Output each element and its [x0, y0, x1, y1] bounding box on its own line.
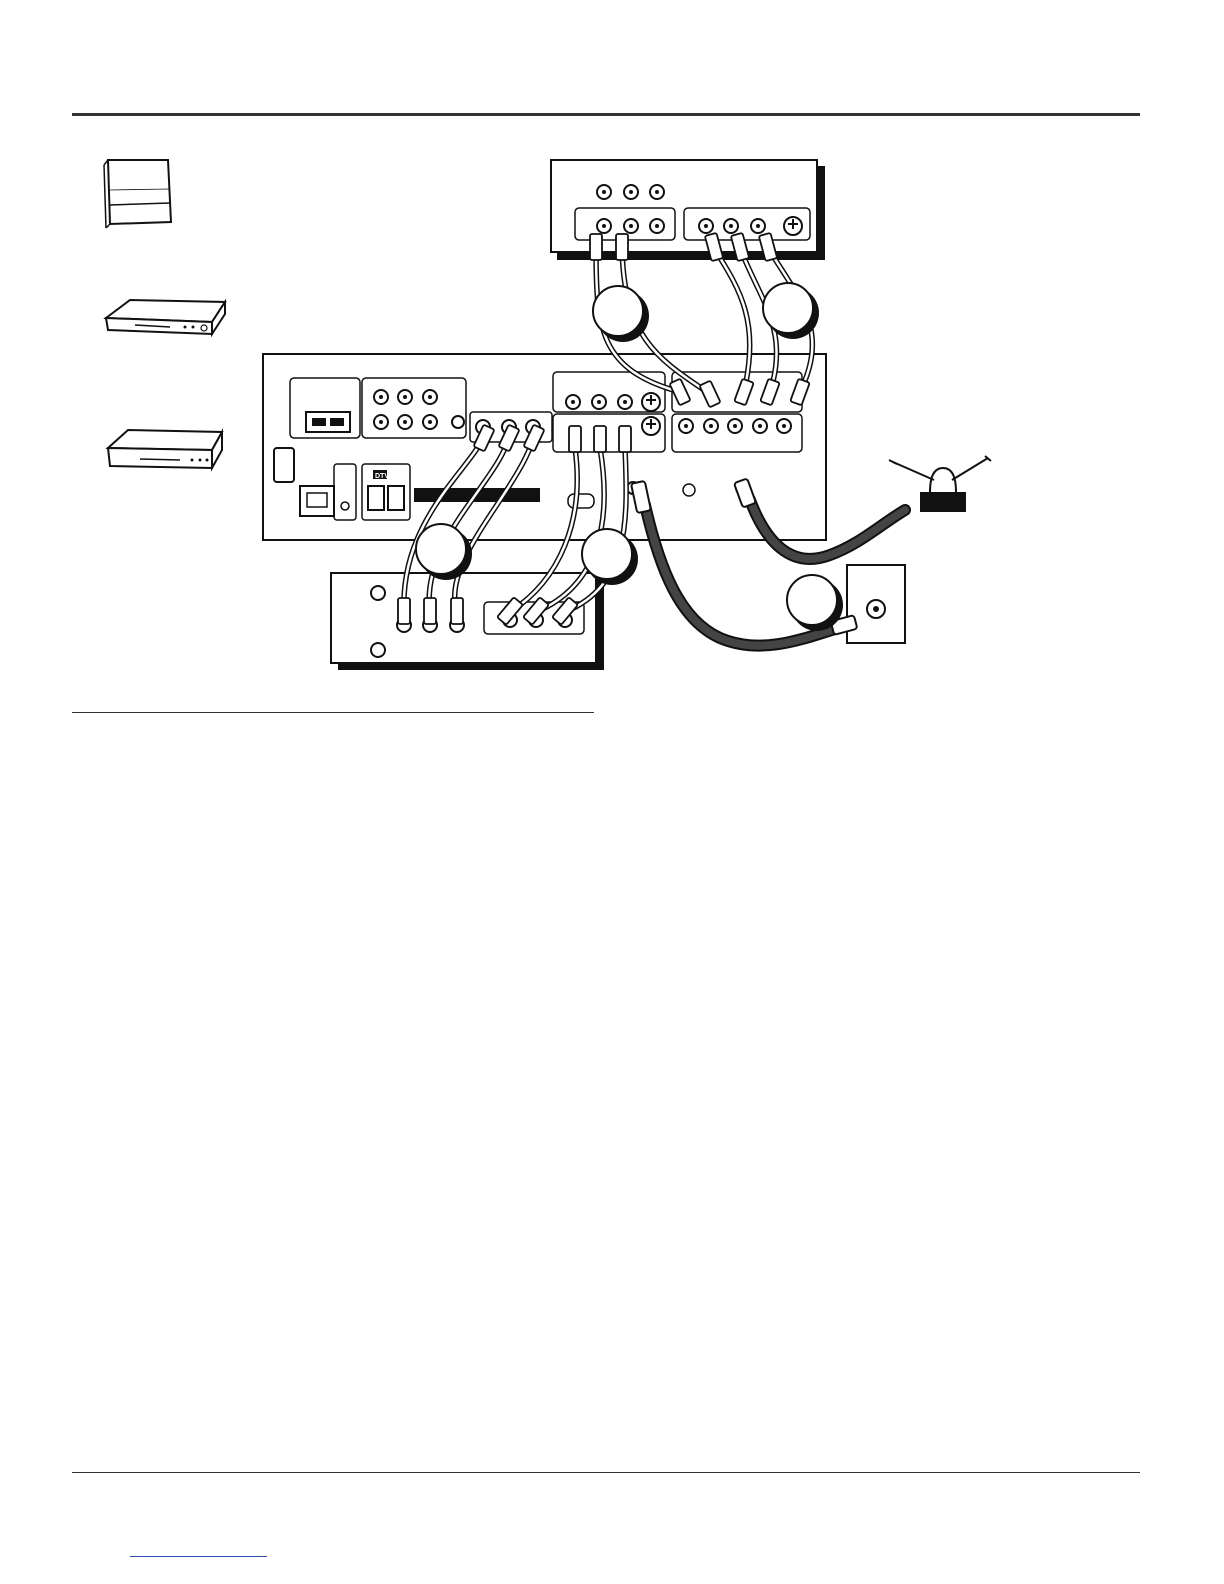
step-badge-d — [581, 528, 633, 580]
step-badge-b — [762, 282, 814, 334]
wall-outlet — [847, 565, 905, 643]
dtv-logo-text: DTV — [375, 473, 389, 480]
antenna-icon — [889, 456, 991, 512]
step-badge-e — [786, 574, 838, 626]
step-badge-c — [415, 523, 467, 575]
step-badge-a — [592, 285, 644, 337]
dvd-player-icon — [106, 300, 225, 334]
vcr-icon — [108, 430, 222, 468]
cable-box-icon — [104, 160, 171, 228]
